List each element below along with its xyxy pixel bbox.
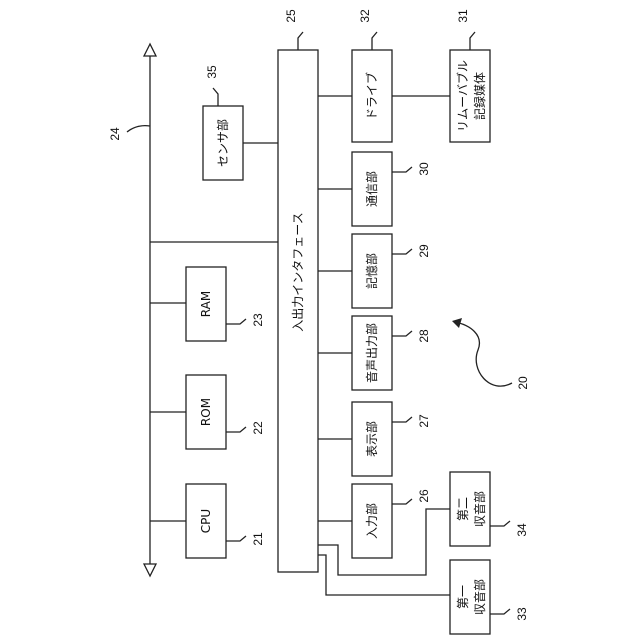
sensor-block: センサ部 35 <box>203 65 278 180</box>
cpu-block: CPU 21 <box>186 484 265 558</box>
audio-output-block: 音声出力部 28 <box>318 316 431 390</box>
mic2-block: 第二 収音部 34 <box>318 472 529 575</box>
removable-media-label-line2: 記録媒体 <box>472 72 487 120</box>
rom-label: ROM <box>199 398 213 426</box>
removable-media-number: 31 <box>456 9 470 23</box>
storage-number: 29 <box>417 244 431 258</box>
input-label: 入力部 <box>364 503 379 539</box>
communication-label: 通信部 <box>364 171 379 207</box>
communication-number: 30 <box>417 162 431 176</box>
mic1-label-line2: 収音部 <box>472 579 487 615</box>
device-reference: 20 <box>452 318 530 390</box>
bus: 24 <box>108 44 156 576</box>
storage-block: 記憶部 29 <box>318 234 431 308</box>
io-interface-label: 入出力インタフェース <box>291 212 305 331</box>
mic2-label-line2: 収音部 <box>472 491 487 527</box>
display-number: 27 <box>417 414 431 428</box>
drive-number: 32 <box>358 9 372 23</box>
audio-output-label: 音声出力部 <box>364 323 379 383</box>
ram-number: 23 <box>251 313 265 327</box>
display-label: 表示部 <box>364 421 379 457</box>
bus-number: 24 <box>108 127 122 141</box>
sensor-label: センサ部 <box>215 119 230 167</box>
drive-label: ドライブ <box>364 72 379 120</box>
input-block: 入力部 26 <box>318 484 431 558</box>
removable-media-label-line1: リムーバブル <box>455 60 470 132</box>
communication-block: 通信部 30 <box>318 152 431 226</box>
cpu-label: CPU <box>199 509 213 533</box>
mic1-number: 33 <box>515 607 529 621</box>
rom-block: ROM 22 <box>186 375 265 449</box>
removable-media-block: リムーバブル 記録媒体 31 <box>392 9 490 142</box>
ram-block: RAM 23 <box>186 267 265 341</box>
drive-block: ドライブ 32 <box>318 9 392 142</box>
audio-output-number: 28 <box>417 329 431 343</box>
mic2-label-line1: 第二 <box>456 497 470 521</box>
input-number: 26 <box>417 489 431 503</box>
io-interface-block: 入出力インタフェース 25 <box>278 9 318 572</box>
rom-number: 22 <box>251 421 265 435</box>
cpu-number: 21 <box>251 532 265 546</box>
storage-label: 記憶部 <box>364 253 379 289</box>
mic1-label-line1: 第一 <box>456 585 470 609</box>
mic1-block: 第一 収音部 33 <box>318 555 529 634</box>
ram-label: RAM <box>199 291 213 317</box>
device-number: 20 <box>516 376 530 390</box>
sensor-number: 35 <box>205 65 219 79</box>
mic2-number: 34 <box>515 523 529 537</box>
io-interface-number: 25 <box>284 9 298 23</box>
display-block: 表示部 27 <box>318 402 431 476</box>
